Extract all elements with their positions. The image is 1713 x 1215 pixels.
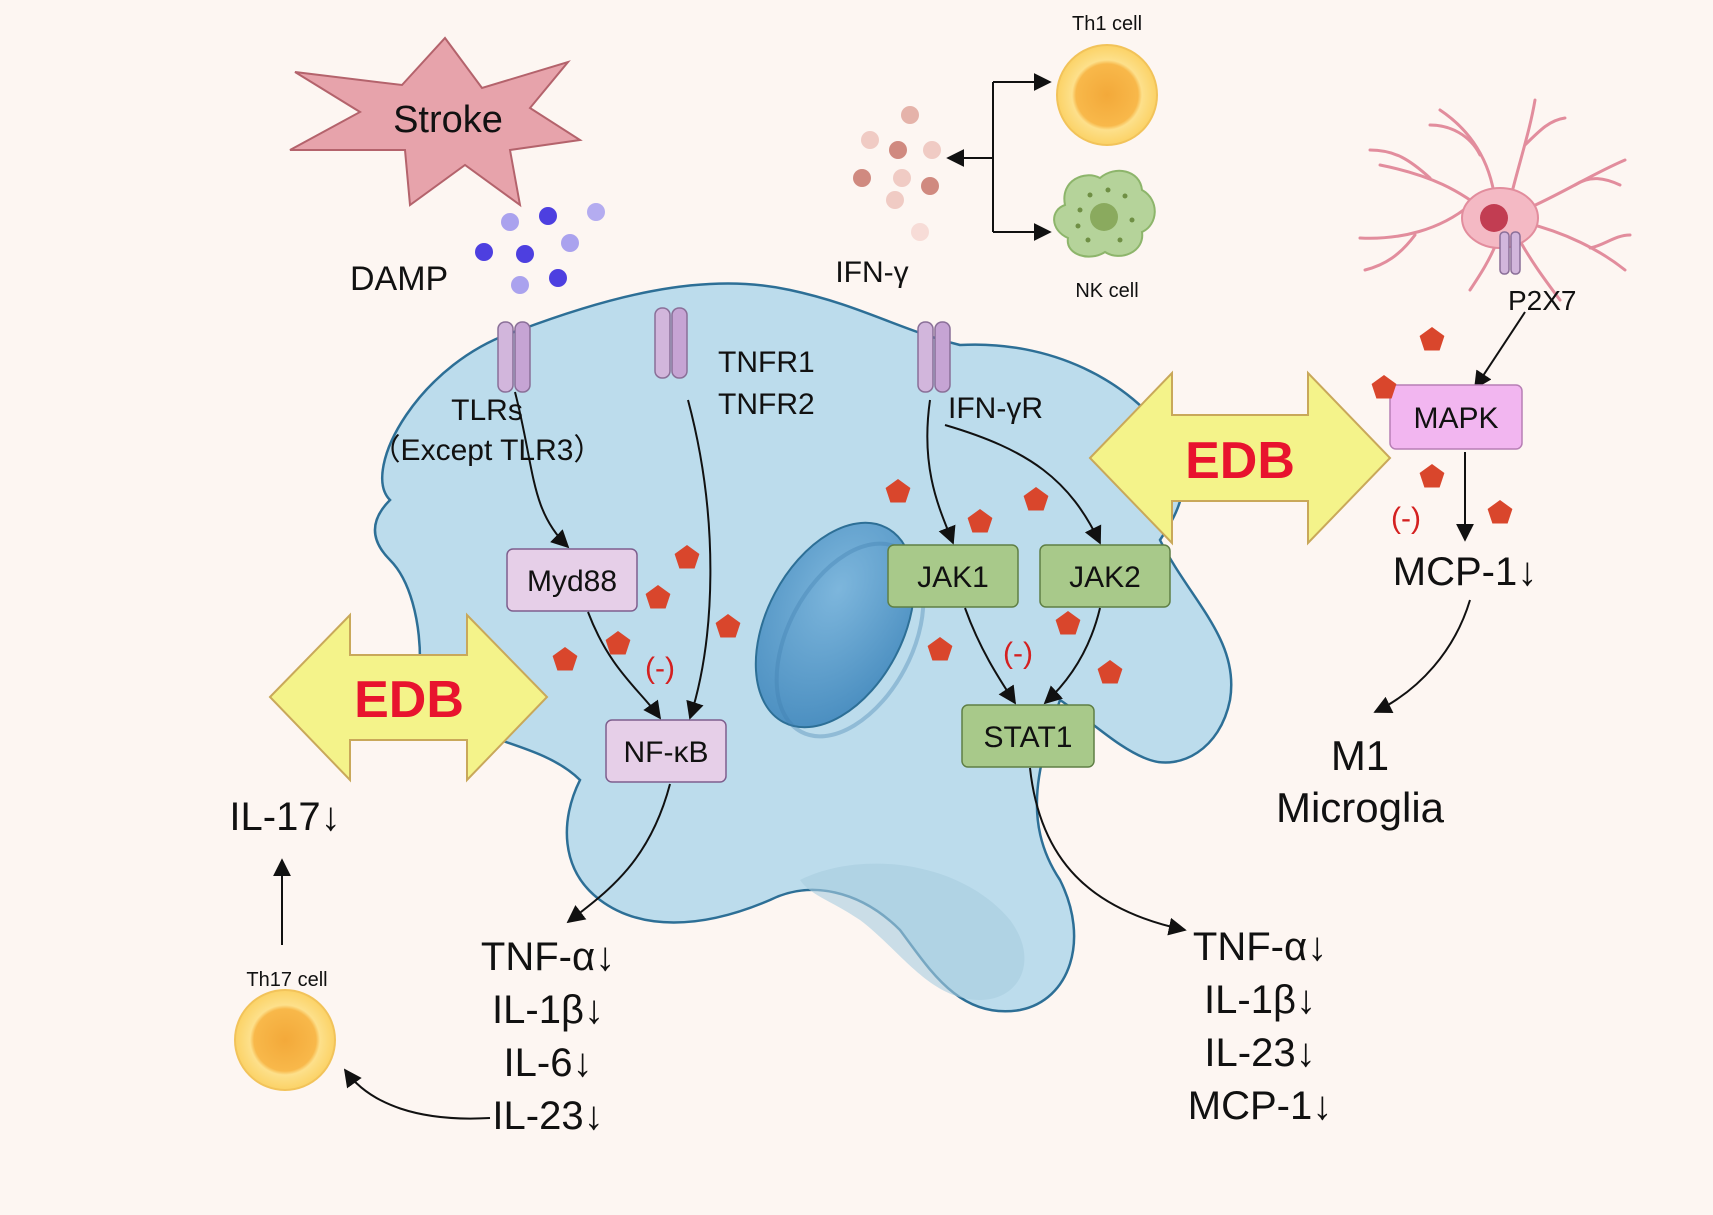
jak1-box <box>887 544 1019 608</box>
ifngr-receptor <box>917 321 951 393</box>
arrow-tnfr-to-nfkb <box>686 399 712 720</box>
p2x7-channel <box>1499 231 1521 275</box>
tlrs-except-label: （Except TLR3） <box>371 434 604 467</box>
output-right-item: IL-23↓ <box>1204 1031 1315 1075</box>
arrow-nfkb-to-outputs <box>566 783 671 924</box>
arrow-mcp1-to-m1 <box>1373 599 1471 713</box>
damp-particles <box>475 203 605 294</box>
ifng-particles <box>853 106 941 241</box>
inhibit-mark-stat1: (-) <box>1003 637 1033 670</box>
myd88-box <box>506 548 638 612</box>
tlrs-label: TLRs <box>451 394 523 427</box>
edb-right-label: EDB <box>1185 432 1295 490</box>
inhibit-mark-mcp1: (-) <box>1391 502 1421 535</box>
nk-nucleus <box>1090 203 1118 231</box>
mcp1-label: MCP-1↓ <box>1393 550 1537 594</box>
myd88-label: Myd88 <box>527 565 617 598</box>
mapk-label: MAPK <box>1413 402 1498 435</box>
th1-label: Th1 cell <box>1072 13 1142 35</box>
tnfr-receptor <box>654 307 688 379</box>
nk-label: NK cell <box>1075 280 1138 302</box>
edb-left-arrow <box>268 612 549 783</box>
jak2-box <box>1039 544 1171 608</box>
output-right-item: TNF-α↓ <box>1193 925 1327 969</box>
stroke-star <box>289 36 583 208</box>
nk-granules <box>1075 187 1135 243</box>
outputs-right: TNF-α↓ IL-1β↓ IL-23↓ MCP-1↓ <box>1188 925 1332 1128</box>
nfkb-box <box>605 719 727 783</box>
ifng-label: IFN-γ <box>835 256 908 289</box>
arrow-p2x7-to-mapk <box>1474 311 1526 390</box>
output-left-item: IL-23↓ <box>492 1094 603 1138</box>
stat1-box <box>961 704 1095 768</box>
mapk-box <box>1389 384 1523 450</box>
th17-label: Th17 cell <box>246 969 327 991</box>
output-right-item: MCP-1↓ <box>1188 1084 1332 1128</box>
stat1-label: STAT1 <box>984 721 1073 754</box>
arrow-myd88-to-nfkb <box>587 611 662 720</box>
p2x7-label: P2X7 <box>1508 285 1577 316</box>
arrow-ifngr-to-jak1 <box>926 399 956 545</box>
output-left-item: TNF-α↓ <box>481 935 615 979</box>
tlr-receptor <box>497 321 531 393</box>
m1-label: M1 <box>1331 732 1389 779</box>
nfkb-label: NF-κB <box>624 736 709 769</box>
arrow-ifngr-to-jak2 <box>944 424 1102 545</box>
il17-label: IL-17↓ <box>229 795 340 839</box>
arrow-il23-to-th17 <box>343 1068 491 1120</box>
outputs-left: TNF-α↓ IL-1β↓ IL-6↓ IL-23↓ <box>481 935 615 1138</box>
output-left-item: IL-1β↓ <box>492 988 604 1032</box>
neuron-nucleus <box>1480 204 1508 232</box>
tnfr2-label: TNFR2 <box>718 388 815 421</box>
edb-right-arrow <box>1088 370 1392 546</box>
arrow-jak2-to-stat1 <box>1043 607 1101 705</box>
edb-left-label: EDB <box>354 671 464 729</box>
damp-label: DAMP <box>350 260 448 298</box>
th1-cell <box>1056 44 1158 146</box>
stroke-label: Stroke <box>393 99 503 141</box>
output-left-item: IL-6↓ <box>504 1041 593 1085</box>
cell-nucleus <box>754 521 916 729</box>
arrow-stat1-to-outputs <box>1029 767 1187 936</box>
tnfr1-label: TNFR1 <box>718 346 815 379</box>
microglia-label: Microglia <box>1276 784 1445 831</box>
inhibit-mark-nfkb: (-) <box>645 652 675 685</box>
arrow-jak1-to-stat1 <box>964 607 1016 705</box>
cell-shading <box>800 863 1025 1000</box>
jak1-label: JAK1 <box>917 561 989 594</box>
jak2-label: JAK2 <box>1069 561 1141 594</box>
drug-molecules <box>552 327 1513 684</box>
arrow-tlr-to-myd88 <box>514 391 570 549</box>
th17-cell <box>234 989 336 1091</box>
ifngr-label: IFN-γR <box>948 392 1043 425</box>
output-right-item: IL-1β↓ <box>1204 978 1316 1022</box>
